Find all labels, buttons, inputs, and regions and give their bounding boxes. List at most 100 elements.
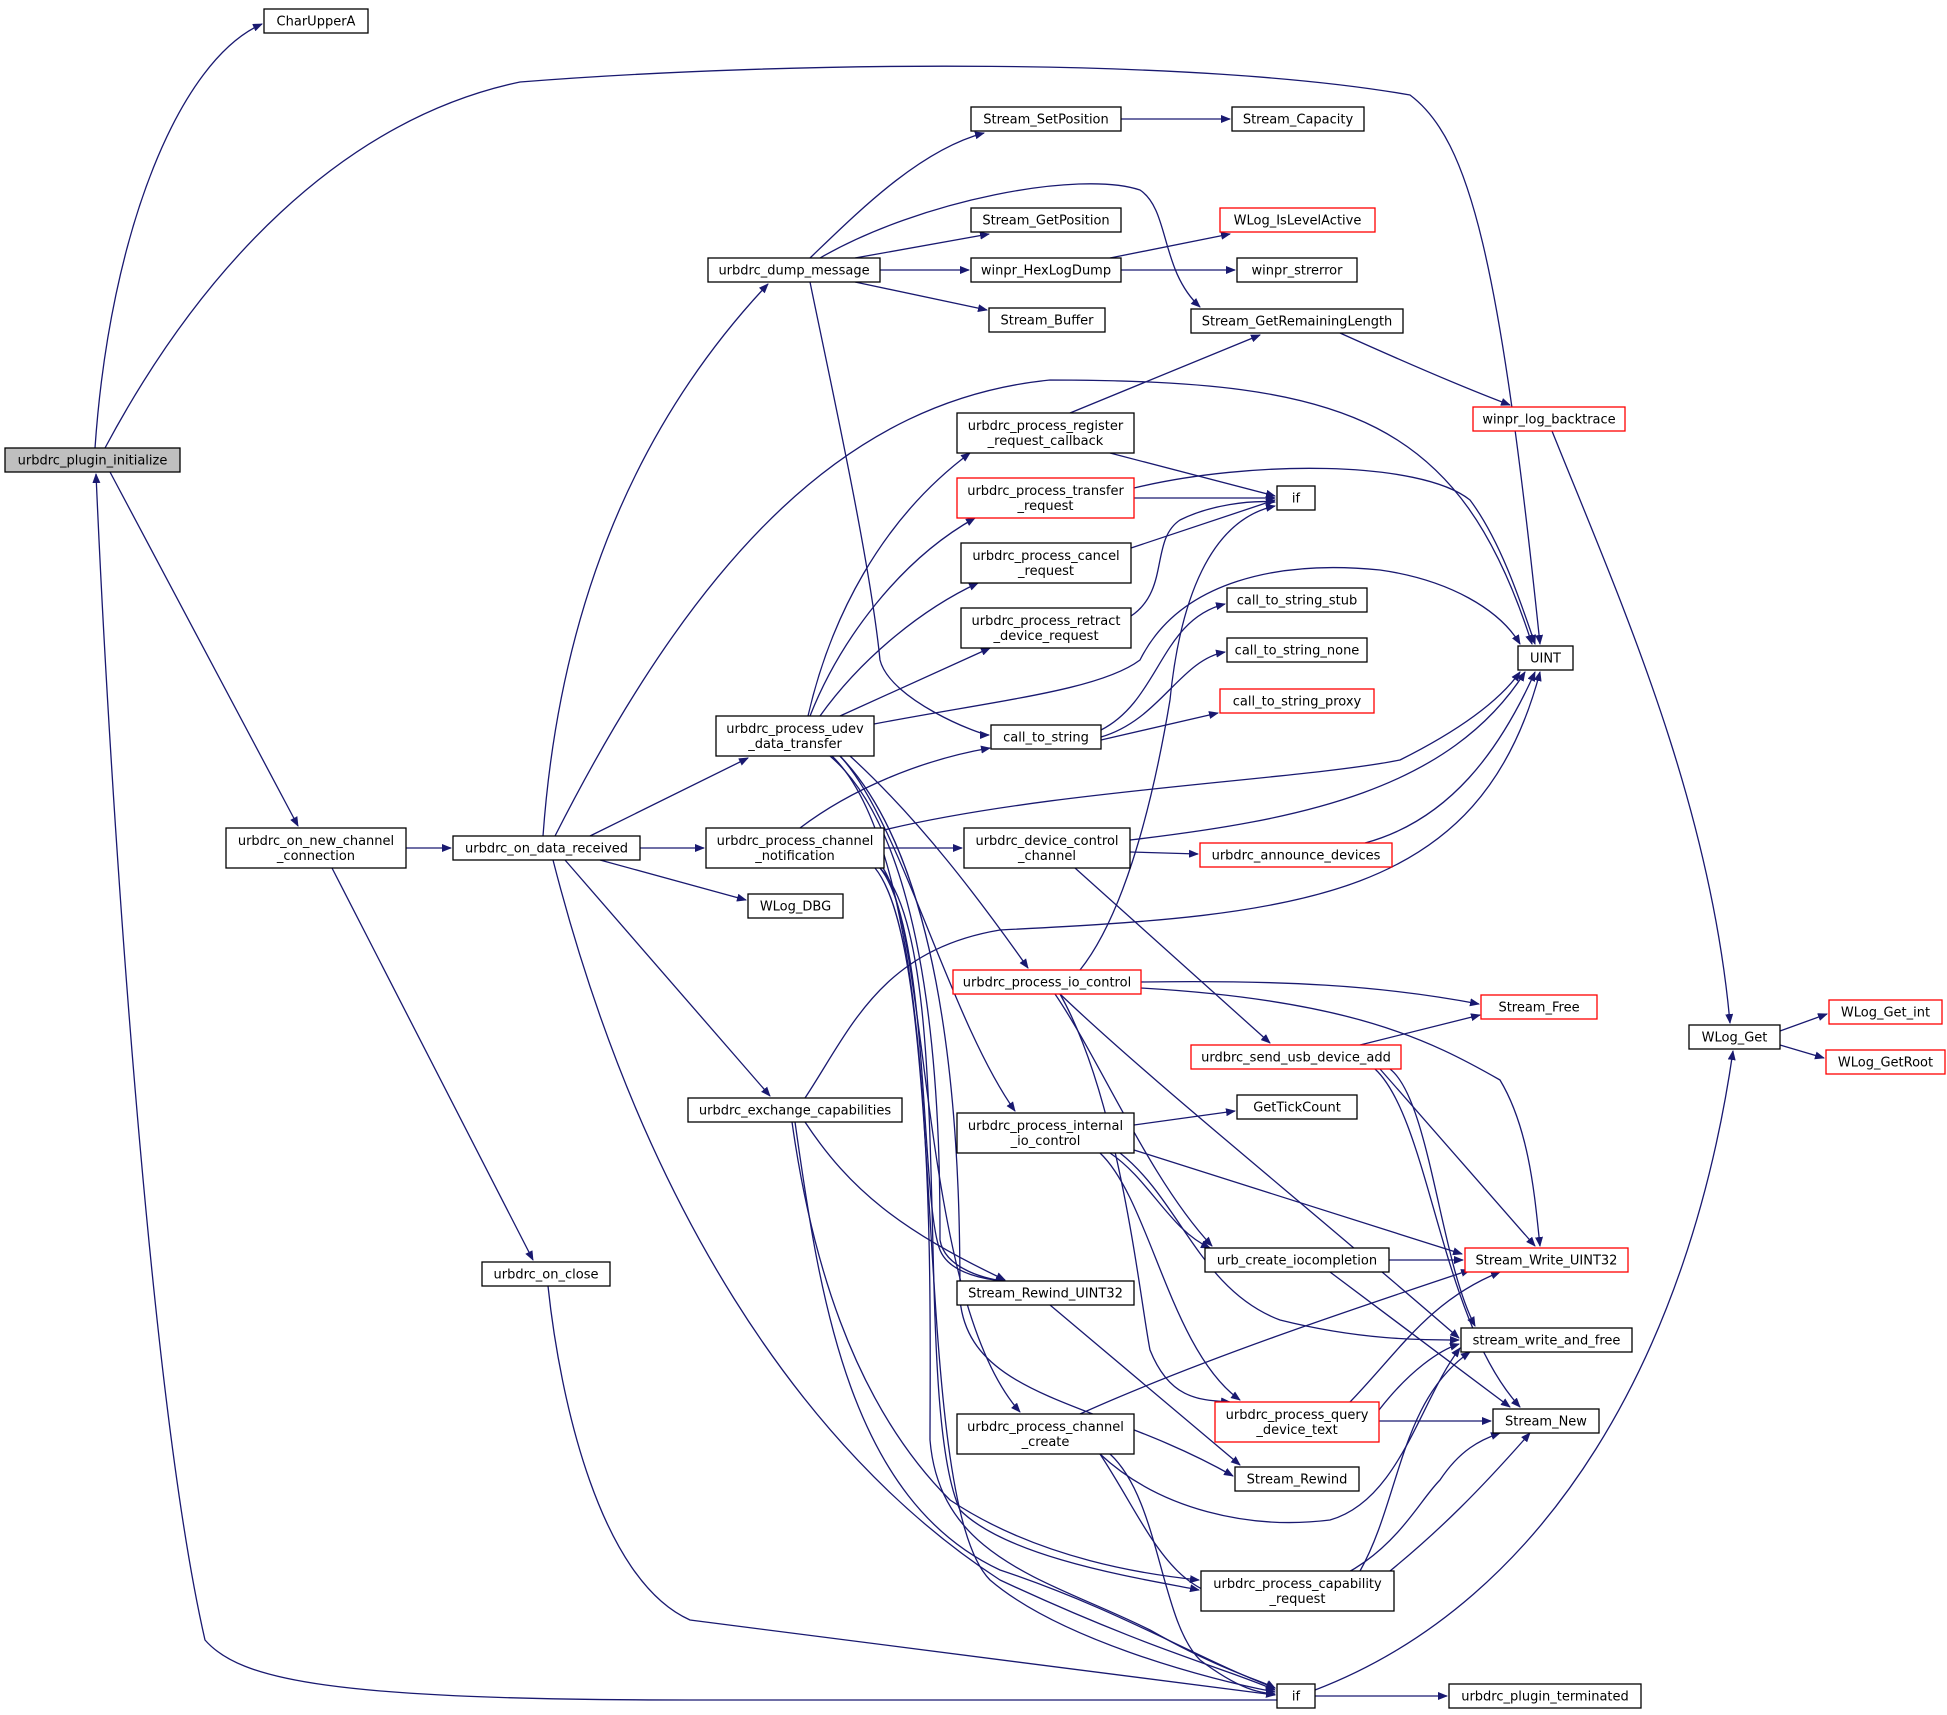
node-WLog-IsLevelActive[interactable]: WLog_IsLevelActive	[1219, 207, 1376, 233]
node-urbdrc-process-io-control[interactable]: urbdrc_process_io_control	[952, 969, 1142, 995]
node-CharUpperA[interactable]: CharUpperA	[263, 8, 369, 34]
node-Stream-SetPosition[interactable]: Stream_SetPosition	[970, 106, 1122, 132]
node-urdbrc-send-usb-device-add[interactable]: urdbrc_send_usb_device_add	[1190, 1044, 1402, 1070]
node-label: Stream_GetRemainingLength	[1202, 315, 1393, 330]
edge-urbdrc_process_transfer_request-to-UINT	[1133, 467, 1536, 645]
node-WLog-Get[interactable]: WLog_Get	[1688, 1024, 1781, 1050]
node-label: urbdrc_process_channel	[717, 834, 874, 849]
edge-urbdrc_on_data_received-to-urbdrc_exchange_capabilities	[564, 859, 771, 1097]
node-winpr-strerror[interactable]: winpr_strerror	[1236, 257, 1358, 283]
node-call-to-string-stub[interactable]: call_to_string_stub	[1226, 587, 1368, 613]
node-urbdrc-process-channel-create[interactable]: urbdrc_process_channel_create	[956, 1413, 1135, 1455]
node-winpr-HexLogDump[interactable]: winpr_HexLogDump	[970, 257, 1122, 283]
node-urbdrc-process-udev-data-transfer[interactable]: urbdrc_process_udev_data_transfer	[715, 715, 875, 757]
node-urbdrc-on-close[interactable]: urbdrc_on_close	[481, 1261, 611, 1287]
node-label: urbdrc_plugin_initialize	[18, 454, 168, 469]
node-box	[1464, 1247, 1629, 1273]
node-WLog-Get-int[interactable]: WLog_Get_int	[1828, 999, 1943, 1025]
node-Stream-GetRemainingLength[interactable]: Stream_GetRemainingLength	[1190, 308, 1404, 334]
edge-urbdrc_process_io_control-to-Stream_Write_UINT32	[1140, 987, 1544, 1247]
node-label: _create	[1021, 1435, 1070, 1450]
node-urbdrc-exchange-capabilities[interactable]: urbdrc_exchange_capabilities	[687, 1097, 903, 1123]
node-urbdrc-plugin-terminated[interactable]: urbdrc_plugin_terminated	[1448, 1683, 1642, 1709]
node-box	[970, 257, 1122, 283]
node-Stream-Rewind[interactable]: Stream_Rewind	[1234, 1466, 1360, 1492]
node-label: UINT	[1530, 652, 1561, 667]
node-box	[1231, 106, 1365, 132]
node-label: Stream_Capacity	[1243, 113, 1354, 128]
node-Stream-Rewind-UINT32[interactable]: Stream_Rewind_UINT32	[956, 1280, 1135, 1306]
node-WLog-GetRoot[interactable]: WLog_GetRoot	[1825, 1049, 1946, 1075]
edge-urbdrc_process_channel_notification-to-urbdrc_process_capability_request	[879, 867, 1200, 1593]
edge-urbdrc_process_udev_data_transfer-to-urbdrc_process_cancel_request	[819, 582, 979, 717]
node-box	[1517, 645, 1574, 671]
edge-urbdrc_dump_message-to-Stream_Buffer	[854, 281, 988, 313]
node-urbdrc-process-internal-io-control[interactable]: urbdrc_process_internal_io_control	[956, 1112, 1135, 1154]
node-if-top[interactable]: if	[1276, 485, 1316, 511]
edge-winpr_log_backtrace-to-WLog_Get	[1551, 430, 1734, 1024]
edge-urbdrc_process_channel_create-to-if_bottom	[1109, 1453, 1276, 1698]
edge-urdbrc_send_usb_device_add-to-stream_write_and_free	[1389, 1068, 1476, 1327]
node-Stream-Write-UINT32[interactable]: Stream_Write_UINT32	[1464, 1247, 1629, 1273]
node-urbdrc-process-register-request-callback[interactable]: urbdrc_process_register_request_callback	[956, 412, 1135, 454]
edge-urbdrc_on_close-to-if_bottom	[547, 1285, 1276, 1698]
node-Stream-GetPosition[interactable]: Stream_GetPosition	[970, 207, 1122, 233]
edge-urbdrc_process_capability_request-to-Stream_New	[1389, 1432, 1531, 1572]
node-label: urbdrc_dump_message	[718, 264, 869, 279]
edge-urbdrc_process_udev_data_transfer-to-urbdrc_process_retract_device_request	[839, 647, 991, 717]
node-urbdrc-on-new-channel-connection[interactable]: urbdrc_on_new_channel_connection	[225, 827, 407, 869]
edge-urbdrc_process_channel_notification-to-urbdrc_process_channel_create	[882, 867, 1021, 1413]
node-call-to-string-proxy[interactable]: call_to_string_proxy	[1219, 688, 1375, 714]
node-urbdrc-dump-message[interactable]: urbdrc_dump_message	[707, 257, 881, 283]
node-label: urbdrc_announce_devices	[1212, 849, 1381, 864]
node-UINT[interactable]: UINT	[1517, 645, 1574, 671]
node-label: urbdrc_process_udev	[726, 722, 864, 737]
node-Stream-New[interactable]: Stream_New	[1492, 1408, 1600, 1434]
edge-WLog_Get-to-WLog_Get_int	[1779, 1013, 1828, 1032]
node-urbdrc-process-transfer-request[interactable]: urbdrc_process_transfer_request	[956, 477, 1135, 519]
node-Stream-Capacity[interactable]: Stream_Capacity	[1231, 106, 1365, 132]
node-label: urbdrc_device_control	[975, 834, 1118, 849]
node-if-bottom[interactable]: if	[1276, 1683, 1316, 1709]
node-label: urbdrc_process_internal	[968, 1119, 1123, 1134]
node-urbdrc-plugin-initialize[interactable]: urbdrc_plugin_initialize	[4, 447, 181, 473]
node-box	[1199, 842, 1393, 868]
node-urbdrc-process-channel-notification[interactable]: urbdrc_process_channel_notification	[705, 827, 885, 869]
node-Stream-Free[interactable]: Stream_Free	[1480, 994, 1598, 1020]
node-box	[970, 207, 1122, 233]
node-Stream-Buffer[interactable]: Stream_Buffer	[988, 307, 1106, 333]
node-call-to-string-none[interactable]: call_to_string_none	[1226, 637, 1368, 663]
node-call-to-string[interactable]: call_to_string	[990, 724, 1102, 750]
node-urbdrc-announce-devices[interactable]: urbdrc_announce_devices	[1199, 842, 1393, 868]
node-label: urbdrc_process_cancel	[972, 549, 1119, 564]
node-urbdrc-process-cancel-request[interactable]: urbdrc_process_cancel_request	[960, 542, 1132, 584]
edge-urbdrc_process_channel_notification-to-Stream_Rewind_UINT32	[879, 867, 1006, 1285]
node-urbdrc-process-query-device-text[interactable]: urbdrc_process_query_device_text	[1214, 1401, 1380, 1443]
node-WLog-DBG[interactable]: WLog_DBG	[747, 893, 844, 919]
node-stream-write-and-free[interactable]: stream_write_and_free	[1460, 1327, 1633, 1353]
edge-call_to_string-to-call_to_string_none	[1100, 649, 1226, 738]
node-urbdrc-process-retract-device-request[interactable]: urbdrc_process_retract_device_request	[960, 607, 1132, 649]
edge-urbdrc_device_control_channel-to-urdbrc_send_usb_device_add	[1074, 867, 1271, 1044]
node-urb-create-iocompletion[interactable]: urb_create_iocompletion	[1204, 1247, 1390, 1273]
node-label: Stream_Write_UINT32	[1476, 1254, 1618, 1269]
node-box	[707, 257, 881, 283]
node-label: CharUpperA	[277, 15, 356, 30]
node-label: _data_transfer	[747, 737, 842, 752]
edge-urbdrc_device_control_channel-to-UINT	[1129, 671, 1526, 841]
node-urbdrc-process-capability-request[interactable]: urbdrc_process_capability_request	[1200, 1570, 1395, 1612]
node-box	[1276, 485, 1316, 511]
node-box	[747, 893, 844, 919]
node-urbdrc-on-data-received[interactable]: urbdrc_on_data_received	[452, 835, 641, 861]
node-label: WLog_IsLevelActive	[1234, 214, 1362, 229]
edge-WLog_Get-to-WLog_GetRoot	[1779, 1044, 1825, 1060]
edge-urbdrc_plugin_initialize-to-UINT	[104, 65, 1544, 645]
node-label: if	[1292, 492, 1301, 507]
node-urbdrc-device-control-channel[interactable]: urbdrc_device_control_channel	[963, 827, 1131, 869]
node-GetTickCount[interactable]: GetTickCount	[1236, 1094, 1358, 1120]
edge-urbdrc_dump_message-to-call_to_string	[809, 281, 990, 739]
node-label: WLog_DBG	[760, 900, 831, 915]
node-box	[1219, 207, 1376, 233]
node-winpr-log-backtrace[interactable]: winpr_log_backtrace	[1472, 406, 1626, 432]
